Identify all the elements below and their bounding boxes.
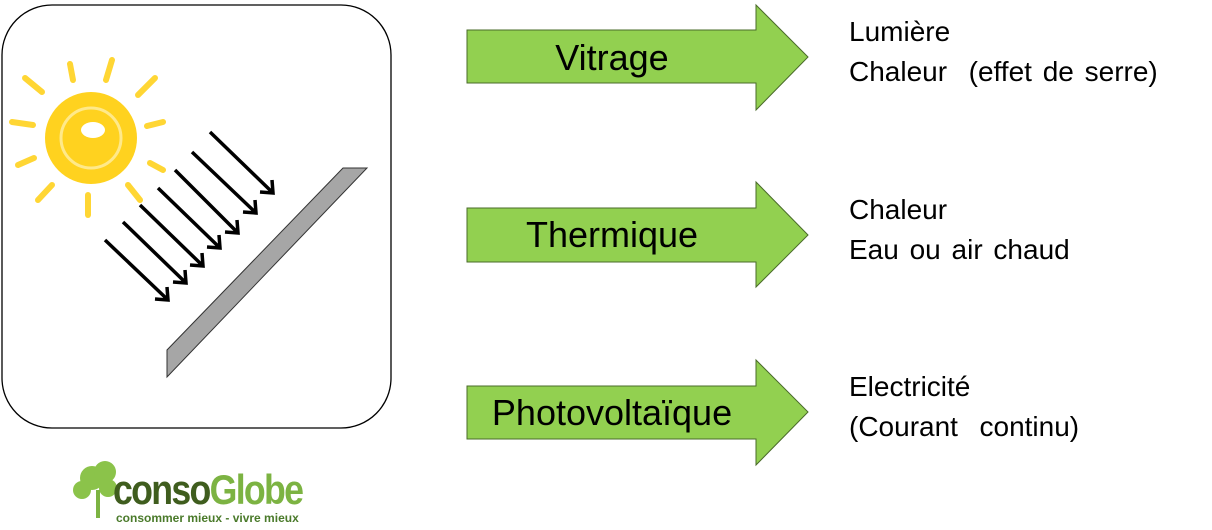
thermique-outputs: Chaleur Eau ou air chaud <box>849 190 1070 270</box>
flow-arrow-vitrage <box>466 3 809 112</box>
sunray-arrow <box>190 150 258 215</box>
sunray-arrow <box>103 238 170 302</box>
output-text: (Courant continu) <box>849 411 1080 442</box>
sunray-arrow <box>156 186 222 250</box>
sunray-arrow <box>138 203 205 268</box>
consoglobe-logo: consoGlobe <box>113 466 304 514</box>
flow-arrow-thermique <box>466 180 809 289</box>
logo-part2: Globe <box>209 466 304 513</box>
sunray-arrow <box>121 220 188 285</box>
output-text: Chaleur <box>849 194 948 225</box>
output-text: Lumière <box>849 16 951 47</box>
output-text: Chaleur (effet de serre) <box>849 56 1158 87</box>
logo-part1: conso <box>113 466 211 513</box>
sunray-arrow <box>173 168 240 235</box>
logo-tagline: consommer mieux - vivre mieux <box>116 511 299 525</box>
arrow-label-thermique: Thermique <box>525 214 699 255</box>
output-text: Eau ou air chaud <box>849 234 1070 265</box>
flow-arrow-photovoltaique <box>466 358 809 467</box>
vitrage-outputs: Lumière Chaleur (effet de serre) <box>849 12 1158 92</box>
illustration-frame <box>1 4 392 429</box>
arrow-label-photovoltaique: Photovoltaïque <box>491 392 733 433</box>
tree-icon <box>73 461 117 518</box>
output-text: Electricité <box>849 371 971 402</box>
sunray-arrow <box>208 130 275 195</box>
arrow-label-vitrage: Vitrage <box>555 37 669 78</box>
photovoltaique-outputs: Electricité (Courant continu) <box>849 367 1079 447</box>
solar-panel <box>166 167 369 379</box>
sun-icon <box>9 57 166 218</box>
